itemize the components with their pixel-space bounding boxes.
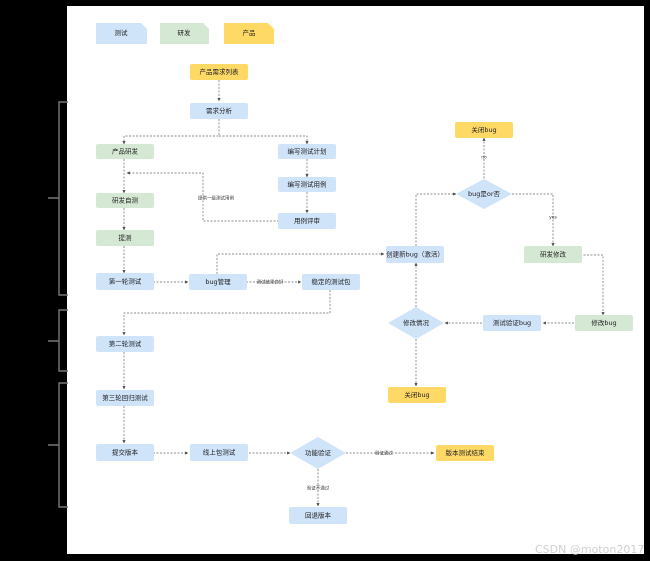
node-submit-version[interactable]: 提交版本 xyxy=(96,444,154,461)
svg-text:第三轮回归测试: 第三轮回归测试 xyxy=(102,393,148,402)
legend-test-swatch xyxy=(96,23,147,44)
node-dev-fix[interactable]: 研发修改 xyxy=(524,246,582,263)
svg-text:提交版本: 提交版本 xyxy=(112,448,139,457)
svg-text:测试验证bug: 测试验证bug xyxy=(493,318,531,327)
edge-label-yes: yes xyxy=(549,216,557,221)
node-test-cases[interactable]: 编写测试用例 xyxy=(278,177,336,192)
node-round2[interactable]: 第二轮测试 xyxy=(96,336,154,352)
nodes: 产品需求列表 需求分析 产品研发 编写测试计划 研发自测 编写测试用例 用例评审 xyxy=(96,64,633,524)
edge-labels: 提供一级测试用例 测试结果良好 no yes 验证通过 验证不通过 xyxy=(198,156,558,492)
svg-text:提测: 提测 xyxy=(119,233,133,242)
node-version-done[interactable]: 版本测试结束 xyxy=(436,445,494,461)
edge-bug-create xyxy=(216,252,385,274)
edge-analysis-plan xyxy=(219,135,309,145)
bracket-phase-3 xyxy=(48,382,68,508)
legend: 测试 研发 产品 xyxy=(96,23,274,44)
edge-stable-round2 xyxy=(122,290,331,336)
svg-text:研发自测: 研发自测 xyxy=(112,196,139,205)
node-round1[interactable]: 第一轮测试 xyxy=(96,273,154,290)
svg-text:回退版本: 回退版本 xyxy=(305,511,332,520)
node-create-bug[interactable]: 创建新bug（激活） xyxy=(386,246,444,263)
node-fix-bug[interactable]: 修改bug xyxy=(575,315,633,331)
svg-text:创建新bug（激活）: 创建新bug（激活） xyxy=(386,250,444,259)
svg-text:关闭bug: 关闭bug xyxy=(471,125,496,134)
phase-brackets xyxy=(48,101,68,508)
svg-text:编写测试用例: 编写测试用例 xyxy=(288,180,327,189)
edge-label-no: no xyxy=(481,156,487,161)
edge-label-verify-fail: 验证不通过 xyxy=(307,485,330,492)
svg-text:修改bug: 修改bug xyxy=(591,318,616,327)
svg-text:版本测试结束: 版本测试结束 xyxy=(446,448,486,457)
legend-dev-label: 研发 xyxy=(178,28,192,37)
node-fix-status[interactable]: 修改情况 xyxy=(388,307,444,339)
node-round3[interactable]: 第三轮回归测试 xyxy=(96,390,154,406)
node-stable-pkg[interactable]: 稳定的测试包 xyxy=(302,274,360,290)
edge-create-decision xyxy=(415,192,457,246)
watermark: CSDN @moton2017 xyxy=(535,543,644,556)
svg-text:用例评审: 用例评审 xyxy=(294,216,320,225)
edge-review-dev xyxy=(126,171,279,222)
svg-text:功能验证: 功能验证 xyxy=(305,448,332,457)
svg-text:产品需求列表: 产品需求列表 xyxy=(200,67,240,76)
node-rollback[interactable]: 回退版本 xyxy=(289,507,347,524)
node-verify-bug[interactable]: 测试验证bug xyxy=(483,315,541,331)
edge-label-provide-cases: 提供一级测试用例 xyxy=(198,195,234,202)
edge-analysis-split xyxy=(122,119,220,145)
node-online-test[interactable]: 线上包测试 xyxy=(190,444,248,461)
node-close-bug-bottom[interactable]: 关闭bug xyxy=(388,387,446,403)
svg-text:稳定的测试包: 稳定的测试包 xyxy=(312,277,352,286)
svg-text:研发修改: 研发修改 xyxy=(540,250,567,259)
legend-product-label: 产品 xyxy=(243,28,256,37)
legend-product-swatch xyxy=(224,23,274,44)
node-req-analysis[interactable]: 需求分析 xyxy=(190,103,248,119)
node-func-verify[interactable]: 功能验证 xyxy=(290,437,346,469)
svg-text:需求分析: 需求分析 xyxy=(206,106,233,115)
node-case-review[interactable]: 用例评审 xyxy=(278,213,336,229)
legend-dev-swatch xyxy=(160,23,209,44)
svg-text:bug管理: bug管理 xyxy=(205,277,231,286)
svg-text:bug是or否: bug是or否 xyxy=(468,190,501,198)
svg-text:产品研发: 产品研发 xyxy=(112,147,139,156)
node-bug-decision[interactable]: bug是or否 xyxy=(456,179,512,209)
node-req-list[interactable]: 产品需求列表 xyxy=(190,64,248,80)
node-dev[interactable]: 产品研发 xyxy=(96,144,154,159)
edges xyxy=(122,80,605,507)
edge-label-test-summary: 测试结果良好 xyxy=(257,279,284,286)
svg-text:编写测试计划: 编写测试计划 xyxy=(288,147,327,156)
bracket-phase-1 xyxy=(48,101,68,296)
node-bug-mgmt[interactable]: bug管理 xyxy=(189,274,247,290)
bracket-phase-2 xyxy=(48,309,68,372)
edge-label-verify-pass: 验证通过 xyxy=(375,450,393,457)
svg-text:第二轮测试: 第二轮测试 xyxy=(109,339,142,348)
edge-decision-devfix xyxy=(512,193,555,247)
svg-text:线上包测试: 线上包测试 xyxy=(203,448,236,457)
svg-text:第一轮测试: 第一轮测试 xyxy=(109,277,142,286)
legend-test-label: 测试 xyxy=(115,28,129,37)
node-close-bug-top[interactable]: 关闭bug xyxy=(455,122,513,138)
svg-text:修改情况: 修改情况 xyxy=(403,318,430,327)
node-submit-test[interactable]: 提测 xyxy=(96,230,154,246)
node-test-plan[interactable]: 编写测试计划 xyxy=(278,144,336,159)
node-dev-selftest[interactable]: 研发自测 xyxy=(96,193,154,208)
svg-text:关闭bug: 关闭bug xyxy=(404,390,429,399)
edge-devfix-fixbug xyxy=(580,254,605,316)
